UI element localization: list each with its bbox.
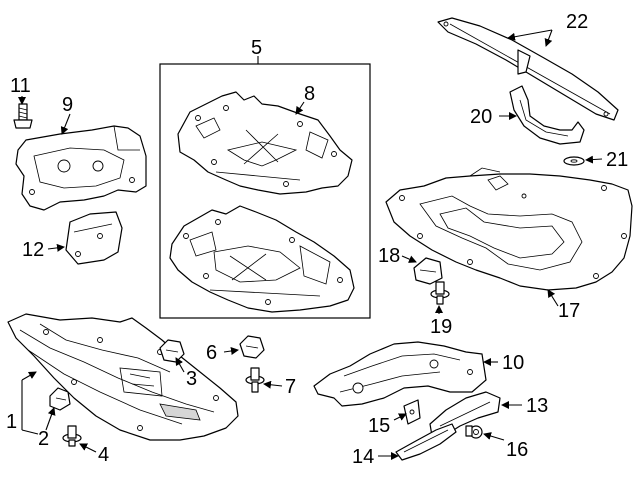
callout-17: 17: [558, 300, 580, 322]
leader-lines: [18, 29, 603, 460]
callout-1: 1: [6, 411, 17, 433]
clip-part-2: [49, 387, 71, 411]
bolt-part-11: [13, 103, 33, 129]
bracket-part-9: [15, 125, 147, 211]
callout-14: 14: [352, 446, 374, 468]
callout-5: 5: [251, 37, 262, 59]
strap-part-20: [509, 85, 585, 145]
callout-labels: 1 2 3 4 5 6 7 8 9 10 11 12 13 14 15 16 1…: [6, 11, 628, 468]
callout-11: 11: [10, 75, 31, 97]
lower-shield-part-5: [169, 205, 355, 313]
screw-part-7: [245, 367, 265, 393]
callout-15: 15: [368, 415, 390, 437]
callout-8: 8: [304, 83, 315, 105]
callout-7: 7: [285, 376, 296, 398]
washer-part-21: [563, 156, 585, 166]
clip-part-6: [239, 335, 265, 359]
upper-shield-part-8: [177, 91, 353, 195]
callout-16: 16: [506, 439, 528, 461]
grommet-part-19: [430, 281, 450, 305]
rail-part-22: [437, 17, 619, 121]
clip-part-3: [159, 339, 185, 363]
callout-6: 6: [206, 342, 217, 364]
strip-part-14: [395, 423, 457, 461]
callout-10: 10: [502, 352, 524, 374]
callout-22: 22: [566, 11, 588, 33]
screw-part-16: [465, 425, 483, 439]
bracket-part-10: [313, 341, 487, 407]
pan-part-17: [385, 167, 633, 291]
callout-20: 20: [470, 106, 492, 128]
callout-21: 21: [606, 149, 628, 171]
callout-18: 18: [378, 245, 400, 267]
callout-19: 19: [430, 316, 452, 338]
callout-9: 9: [62, 94, 73, 116]
main-under-panel-part-1: [7, 313, 239, 441]
callout-4: 4: [98, 444, 109, 466]
callout-3: 3: [186, 368, 197, 390]
callout-13: 13: [526, 395, 548, 417]
bracket-part-18: [413, 257, 443, 285]
clip-part-15: [403, 399, 421, 425]
callout-12: 12: [22, 239, 44, 261]
group-5-box: [159, 63, 371, 319]
pad-part-12: [65, 211, 123, 265]
screw-part-4: [62, 425, 82, 447]
callout-2: 2: [38, 428, 49, 450]
